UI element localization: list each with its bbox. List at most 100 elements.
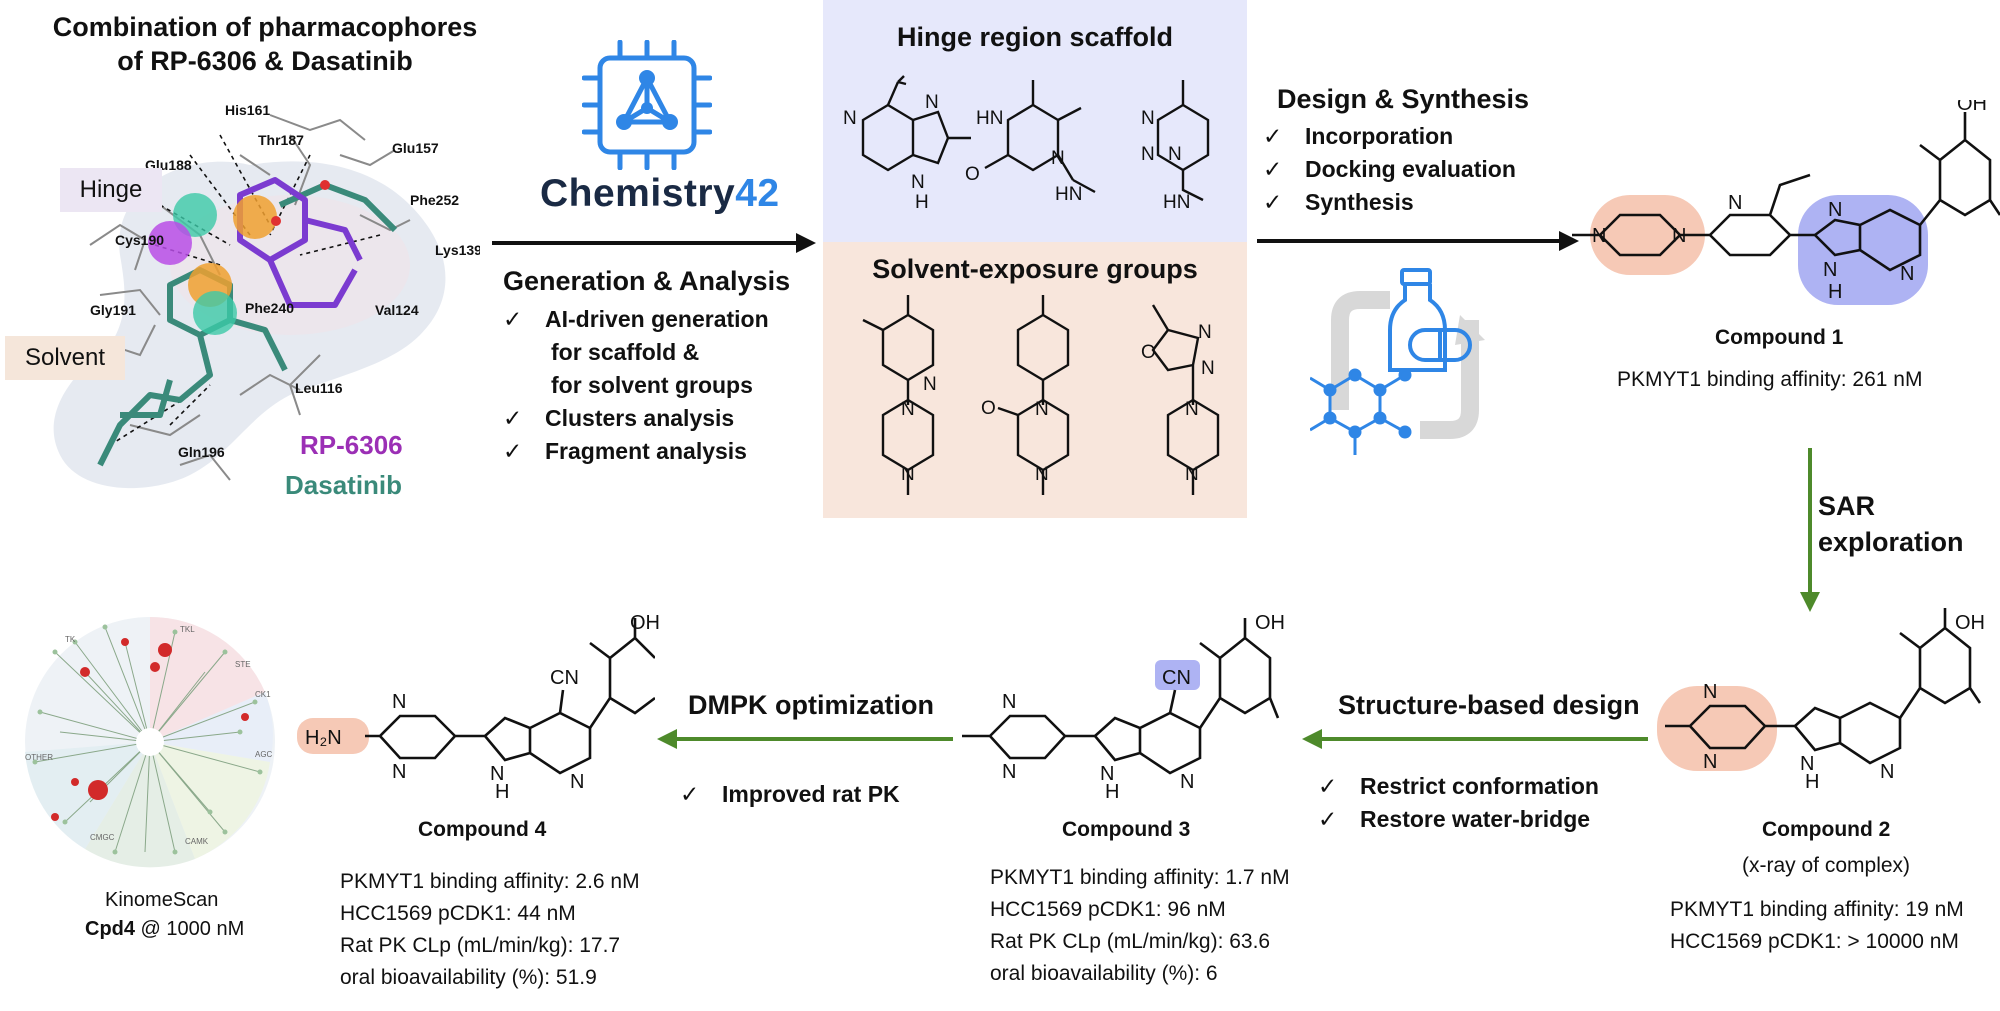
design-item-docking: ✓Docking evaluation (1263, 156, 1516, 182)
residue-gly191: Gly191 (90, 302, 136, 318)
compound4-name: Compound 4 (418, 818, 547, 841)
svg-text:N: N (392, 691, 406, 713)
svg-text:N: N (1141, 144, 1155, 165)
solvent-group-structures: N N N N O N O N N N N (862, 295, 1220, 495)
residue-thr187: Thr187 (258, 132, 304, 148)
design-synthesis-list: ✓Incorporation ✓Docking evaluation ✓Synt… (1263, 120, 1543, 219)
chemistry42-logo: Chemistry42 (540, 172, 780, 216)
generation-analysis-list: ✓AI-driven generation for scaffold & for… (503, 303, 833, 468)
svg-text:N: N (901, 464, 915, 485)
compound3-name: Compound 3 (1062, 818, 1191, 841)
svg-text:AGC: AGC (255, 750, 273, 759)
sbd-list: ✓Restrict conformation ✓Restore water-br… (1318, 770, 1648, 836)
kinome-cpd-label: Cpd4 @ 1000 nM (85, 918, 245, 940)
gen-item-clusters: ✓Clusters analysis (503, 405, 735, 431)
solvent-groups-title: Solvent-exposure groups (872, 254, 1198, 284)
residue-cys190: Cys190 (115, 232, 164, 248)
arrow-to-panels (492, 233, 816, 253)
chemistry42-logo-number: 42 (735, 172, 780, 215)
gen-item-ai: ✓AI-driven generation (503, 306, 769, 332)
design-synthesis-title: Design & Synthesis (1277, 84, 1530, 114)
svg-text:O: O (1141, 342, 1156, 363)
svg-text:N: N (1100, 763, 1114, 785)
dmpk-list: ✓Improved rat PK (680, 778, 940, 811)
svg-text:H: H (1828, 281, 1842, 303)
svg-text:O: O (965, 164, 980, 185)
svg-text:STE: STE (235, 660, 251, 669)
kinome-label: KinomeScan (105, 889, 219, 911)
compound4-clp: Rat PK CLp (mL/min/kg): 17.7 (340, 934, 621, 957)
svg-text:N: N (1035, 399, 1049, 420)
svg-text:CN: CN (550, 667, 579, 689)
svg-text:HN: HN (1055, 184, 1082, 205)
svg-text:N: N (1002, 691, 1016, 713)
svg-text:H₂N: H₂N (305, 727, 342, 749)
compound4-structure: H₂N N N N H N CN (297, 618, 655, 798)
svg-text:N: N (843, 108, 857, 129)
kinome-tree: TK TKL STE CK1 AGC CAMK CMGC OTHER (25, 616, 275, 868)
svg-text:N: N (1728, 192, 1742, 214)
svg-text:CAMK: CAMK (185, 837, 209, 846)
residue-glu157: Glu157 (392, 140, 439, 156)
synthesis-cycle-icon (1310, 268, 1485, 455)
dasatinib-label: Dasatinib (285, 470, 403, 500)
residue-phe240: Phe240 (245, 300, 294, 316)
gen-subitem-solvent: for solvent groups (551, 372, 753, 398)
compound4-oh: OH (630, 612, 660, 634)
residue-lys139: Lys139 (435, 242, 480, 258)
svg-text:OH: OH (1957, 100, 1987, 115)
svg-text:CK1: CK1 (255, 690, 271, 699)
protein-binding-site-image: His161 Glu188 Thr187 Glu157 Phe252 Cys19… (53, 102, 480, 489)
gen-item-fragment: ✓Fragment analysis (503, 438, 747, 464)
compound2-affinity: PKMYT1 binding affinity: 19 nM (1670, 898, 1964, 921)
sar-label-line2: exploration (1818, 527, 1964, 557)
svg-text:N: N (911, 172, 925, 193)
svg-text:N: N (1800, 753, 1814, 775)
compound4-pcdk1: HCC1569 pCDK1: 44 nM (340, 902, 576, 925)
compound3-clp: Rat PK CLp (mL/min/kg): 63.6 (990, 930, 1271, 953)
residue-phe252: Phe252 (410, 192, 459, 208)
compound3-oh: OH (1255, 612, 1285, 634)
hinge-scaffold-title: Hinge region scaffold (896, 22, 1174, 52)
svg-text:N: N (1185, 464, 1199, 485)
gen-subitem-scaffold: for scaffold & (551, 339, 700, 365)
chemistry42-logo-text: Chemistry (540, 172, 736, 215)
solvent-groups-panel (823, 242, 1247, 518)
chip-network-icon (582, 40, 712, 170)
pharmacophore-title: Combination of pharmacophores of RP-6306… (30, 10, 500, 78)
generation-analysis-title: Generation & Analysis (503, 266, 791, 296)
svg-text:TKL: TKL (180, 625, 195, 634)
svg-text:CMGC: CMGC (90, 833, 115, 842)
svg-text:O: O (981, 398, 996, 419)
svg-text:N: N (490, 763, 504, 785)
svg-text:N: N (1900, 263, 1914, 285)
svg-text:N: N (1002, 761, 1016, 783)
hinge-scaffold-panel (823, 0, 1247, 242)
dmpk-title: DMPK optimization (688, 690, 934, 720)
svg-text:N: N (1823, 259, 1837, 281)
svg-text:N: N (1168, 144, 1182, 165)
svg-text:N: N (1828, 199, 1842, 221)
compound2-sub: (x-ray of complex) (1742, 854, 1911, 877)
svg-text:N: N (901, 399, 915, 420)
svg-text:N: N (923, 374, 937, 395)
sar-label-line1: SAR (1818, 491, 1876, 521)
compound3-pcdk1: HCC1569 pCDK1: 96 nM (990, 898, 1226, 921)
compound3-affinity: PKMYT1 binding affinity: 1.7 nM (990, 866, 1290, 889)
sbd-title: Structure-based design (1338, 690, 1640, 720)
sar-arrow (1800, 448, 1820, 612)
svg-text:N: N (1672, 225, 1686, 247)
svg-text:H: H (1105, 781, 1119, 798)
dmpk-arrow (657, 729, 953, 749)
pharmacophore-title-line2: of RP-6306 & Dasatinib (117, 46, 413, 76)
svg-text:N: N (1035, 464, 1049, 485)
svg-text:N: N (1051, 148, 1065, 169)
svg-text:HN: HN (976, 108, 1003, 129)
svg-text:N: N (1198, 322, 1212, 343)
sar-label: SAR exploration (1818, 488, 1964, 560)
svg-text:N: N (1180, 771, 1194, 793)
compound1-structure: N N N N N H N OH (1572, 100, 2000, 305)
rp-6306-label: RP-6306 (300, 430, 403, 460)
compound2-name: Compound 2 (1762, 818, 1891, 841)
residue-leu116: Leu116 (295, 380, 343, 396)
